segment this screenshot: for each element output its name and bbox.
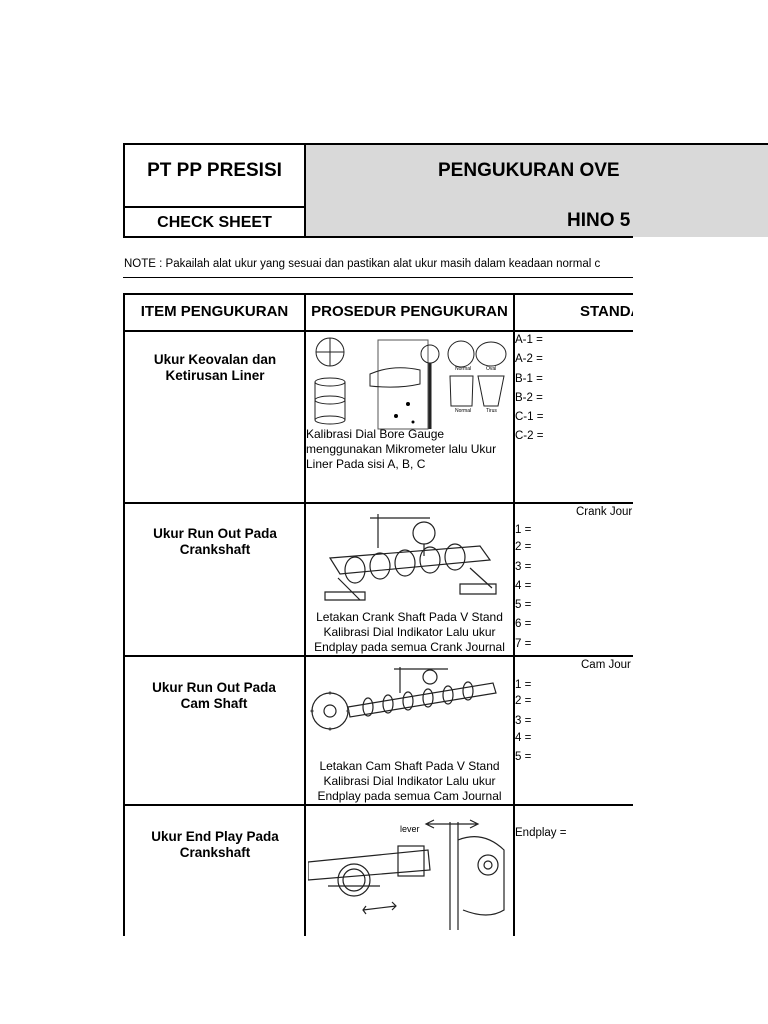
svg-text:Normal: Normal [455, 408, 471, 414]
row2-entry: 6 = [515, 618, 532, 631]
row1-entry: A-1 = [515, 334, 543, 346]
row2-entry: 5 = [515, 599, 532, 612]
svg-text:Normal: Normal [455, 366, 471, 372]
row2-entry: 3 = [515, 560, 532, 573]
border-header-mid [123, 206, 304, 208]
row2-entry: 4 = [515, 579, 532, 592]
note-text: NOTE : Pakailah alat ukur yang sesuai da… [124, 258, 601, 270]
crankshaft-endplay-figure: lever [307, 810, 508, 930]
column-header-procedure: PROSEDUR PENGUKURAN [311, 303, 508, 320]
svg-text:lever: lever [400, 824, 420, 834]
row2-standard-entries: 1 = 2 = 3 = 4 = 5 = 6 = 7 = [515, 521, 633, 654]
row2-entry: 1 = [515, 524, 532, 536]
row1-entry: B-2 = [515, 391, 543, 404]
row2-entry: 2 = [515, 541, 532, 554]
column-header-standard: STANDA [580, 303, 633, 320]
svg-text:Tirus: Tirus [486, 408, 497, 414]
border-row3-bottom [123, 804, 633, 806]
border-left [123, 143, 125, 236]
border-row2-bottom [123, 655, 633, 657]
liner-bore-gauge-figure: Normal Oval Normal Tirus [308, 334, 510, 434]
row1-entry: A-2 = [515, 353, 543, 366]
border-colhead-bottom [123, 330, 633, 332]
row1-entry: C-2 = [515, 430, 544, 443]
border-col2 [513, 293, 515, 936]
vehicle-model: HINO 5 [567, 210, 631, 231]
border-top [123, 143, 768, 145]
row2-item: Ukur Run Out Pada Crankshaft [153, 526, 277, 557]
row2-entry: 7 = [515, 637, 532, 650]
border-colhead-top [123, 293, 633, 295]
document-type: CHECK SHEET [157, 214, 272, 231]
row3-procedure: Letakan Cam Shaft Pada V Stand Kalibrasi… [317, 759, 502, 803]
row3-entry: 4 = [515, 731, 532, 744]
crankshaft-runout-figure [320, 508, 498, 602]
company-name: PT PP PRESISI [147, 160, 282, 181]
row3-item: Ukur Run Out Pada Cam Shaft [152, 680, 276, 711]
camshaft-runout-figure [308, 663, 504, 739]
border-header-split [304, 143, 306, 236]
row3-entry: 3 = [515, 714, 532, 727]
svg-text:Oval: Oval [486, 366, 496, 372]
row3-entry: 5 = [515, 751, 532, 764]
border-note-bottom [123, 277, 633, 278]
border-row1-bottom [123, 502, 633, 504]
row1-standard-entries: A-1 = A-2 = B-1 = B-2 = C-1 = C-2 = [515, 331, 633, 447]
border-col1 [304, 293, 306, 936]
row3-entry: 2 = [515, 695, 532, 708]
row4-entry: Endplay = [515, 827, 567, 839]
border-header-bottom [123, 236, 633, 238]
border-left-lower [123, 293, 125, 936]
row3-standard-heading: Cam Jour [581, 659, 631, 671]
header-fill [304, 143, 768, 237]
row2-procedure: Letakan Crank Shaft Pada V Stand Kalibra… [314, 610, 505, 654]
row1-entry: B-1 = [515, 372, 543, 385]
row1-procedure: Kalibrasi Dial Bore Gauge menggunakan Mi… [306, 427, 497, 471]
document-title: PENGUKURAN OVE [438, 160, 620, 181]
row3-entry: 1 = [515, 679, 532, 691]
row3-standard-entries: 1 = 2 = 3 = 4 = 5 = [515, 676, 633, 767]
row1-entry: C-1 = [515, 411, 544, 424]
column-header-item: ITEM PENGUKURAN [140, 303, 289, 320]
row4-item: Ukur End Play Pada Crankshaft [151, 829, 279, 860]
row2-standard-heading: Crank Jour [576, 506, 633, 518]
row1-item: Ukur Keovalan dan Ketirusan Liner [153, 352, 277, 383]
row4-standard-entries: Endplay = [515, 824, 633, 843]
